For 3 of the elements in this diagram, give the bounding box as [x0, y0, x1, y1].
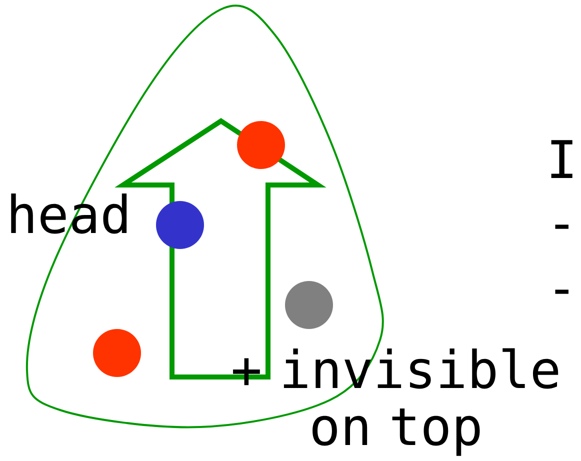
- label-text: -: [555, 224, 568, 229]
- label-text: I: [551, 140, 572, 178]
- label-text: -: [555, 290, 568, 294]
